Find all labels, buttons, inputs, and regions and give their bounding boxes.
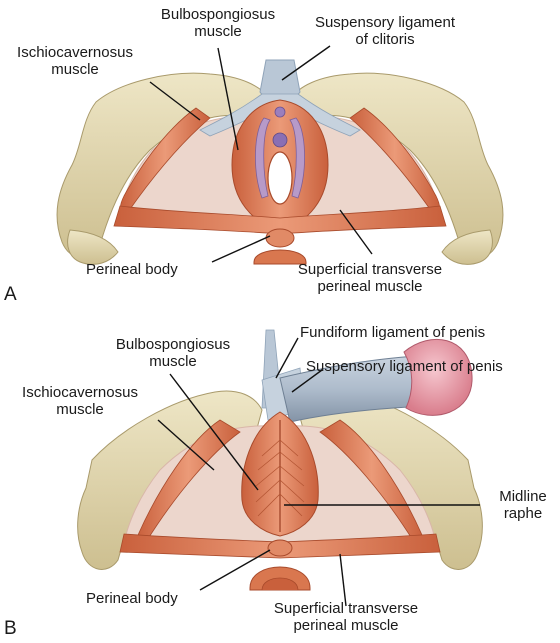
right-pubic-bone-a: [289, 72, 504, 258]
label-suspensory-ligament-penis: Suspensory ligament of penis: [306, 358, 503, 375]
anal-sphincter-a: [253, 249, 307, 265]
vaginal-orifice: [267, 151, 293, 205]
superficial-transverse-a: [113, 205, 447, 235]
label-perineal-body-b: Perineal body: [86, 590, 178, 607]
panel-letter-a: A: [4, 284, 17, 305]
panel-b-illustration: [77, 329, 483, 591]
clitoris-glans: [274, 106, 286, 118]
left-ischium-a: [67, 229, 119, 265]
perineal-body-a: [265, 228, 295, 248]
panel-a-illustration: [56, 59, 504, 265]
right-ischium-a: [441, 229, 493, 265]
suspensory-ligament-clitoris: [259, 59, 301, 99]
label-fundiform-ligament: Fundiform ligament of penis: [300, 324, 486, 341]
glans-penis: [403, 338, 473, 416]
leader-lines: [149, 45, 480, 607]
left-pubic-bone-a: [56, 72, 271, 258]
label-perineal-body-a: Perineal body: [86, 261, 178, 278]
panel-letter-b: B: [4, 618, 17, 639]
perineal-body-b: [267, 539, 293, 557]
